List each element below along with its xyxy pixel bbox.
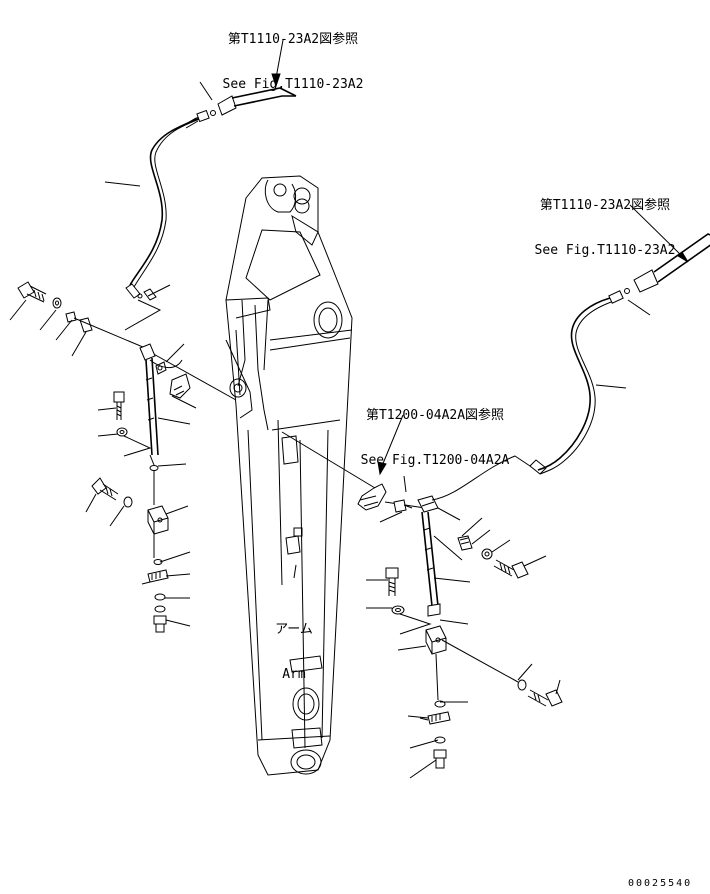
arm-label: アーム Arm: [262, 592, 326, 697]
reference-label-right: 第T1110-23A2図参照 See Fig.T1110-23A2: [520, 168, 690, 273]
reference-top-jp: 第T1110-23A2図参照: [227, 32, 359, 47]
reference-label-middle: 第T1200-04A2A図参照 See Fig.T1200-04A2A: [345, 378, 525, 483]
reference-top-en: See Fig.T1110-23A2: [222, 77, 364, 92]
reference-middle-jp: 第T1200-04A2A図参照: [365, 408, 505, 423]
drawing-number: 00025540: [628, 878, 693, 889]
callout-leaders-left: [9, 81, 213, 627]
top-hose: [125, 87, 297, 301]
arm: [225, 175, 353, 776]
right-hose: [529, 233, 710, 475]
reference-right-jp: 第T1110-23A2図参照: [539, 198, 671, 213]
reference-right-en: See Fig.T1110-23A2: [534, 243, 676, 258]
reference-label-top: 第T1110-23A2図参照 See Fig.T1110-23A2: [208, 2, 378, 107]
arm-label-en: Arm: [282, 667, 306, 682]
reference-leaders: [271, 39, 689, 476]
right-clamp-assembly: [281, 431, 563, 769]
left-clamp-assembly: [17, 281, 237, 633]
callout-leaders-right: [366, 299, 651, 779]
reference-middle-en: See Fig.T1200-04A2A: [360, 453, 510, 468]
arm-label-jp: アーム: [275, 622, 313, 637]
